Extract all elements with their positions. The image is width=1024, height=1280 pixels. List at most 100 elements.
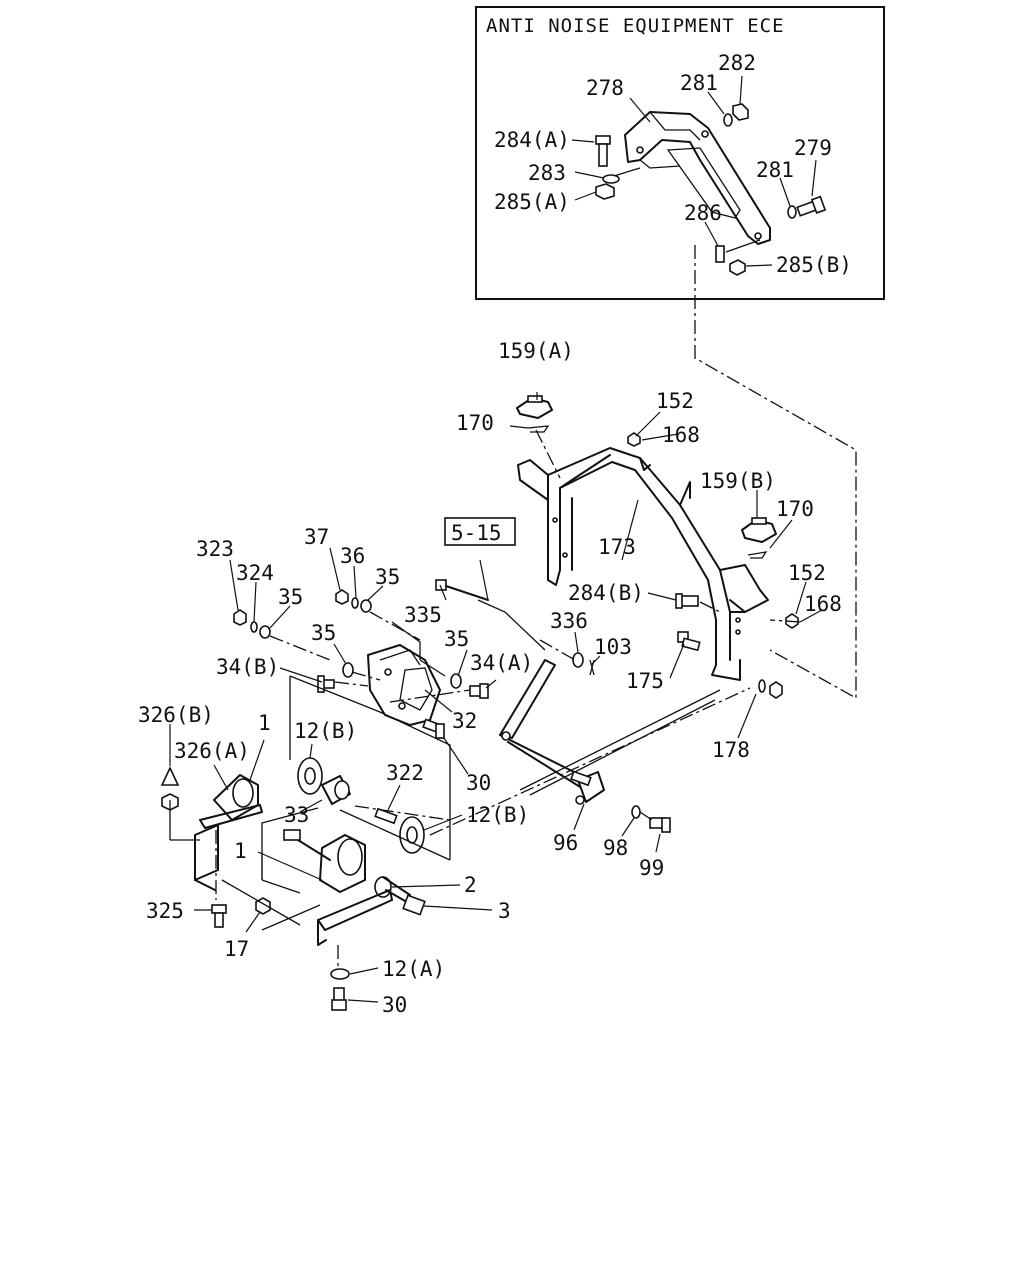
label-12b-a: 12(B) (294, 719, 357, 743)
label-3: 3 (498, 899, 511, 923)
reference-box: 5-15 (444, 517, 516, 546)
label-283: 283 (528, 161, 566, 185)
label-285a: 285(A) (494, 190, 570, 214)
chain-line-4 (334, 681, 369, 687)
washer-12a (330, 968, 350, 980)
label-12a: 12(A) (382, 957, 445, 981)
label-326b: 326(B) (138, 703, 214, 727)
label-279: 279 (794, 136, 832, 160)
label-335: 335 (404, 603, 442, 627)
label-286: 286 (684, 201, 722, 225)
chain-line-1 (269, 635, 331, 661)
label-103: 103 (594, 635, 632, 659)
chain-line-10 (769, 619, 801, 623)
bracket-lower-right (317, 889, 393, 946)
bolt-34a (469, 683, 489, 699)
label-325: 325 (146, 899, 184, 923)
bolt-279 (796, 195, 827, 217)
label-285b: 285(B) (776, 253, 852, 277)
label-30b: 30 (382, 993, 407, 1017)
chain-line-5 (389, 689, 471, 703)
inset-connector (694, 245, 857, 700)
label-336: 336 (550, 609, 588, 633)
nut-282 (732, 103, 749, 121)
inset-title: ANTI NOISE EQUIPMENT ECE (486, 15, 785, 37)
washer-281a (723, 113, 733, 127)
label-175: 175 (626, 669, 664, 693)
crossmember-173 (517, 447, 769, 681)
washer-12b-left (297, 757, 323, 795)
nut-152a (627, 432, 641, 447)
label-98: 98 (603, 836, 628, 860)
chain-line-13 (354, 805, 451, 821)
label-33: 33 (284, 803, 309, 827)
pin-322 (374, 807, 398, 825)
label-178: 178 (712, 738, 750, 762)
bracket-278 (624, 111, 771, 245)
label-35c: 35 (311, 621, 336, 645)
rod-assembly (499, 659, 721, 796)
insulator-1b (283, 829, 366, 893)
label-37: 37 (304, 525, 329, 549)
bolt-325 (211, 904, 227, 928)
bolt-30a (422, 718, 445, 739)
label-12b-b: 12(B) (466, 803, 529, 827)
label-99: 99 (639, 856, 664, 880)
label-170b: 170 (776, 497, 814, 521)
outline-32 (391, 621, 446, 677)
label-32: 32 (452, 709, 477, 733)
nut-285b (729, 259, 746, 276)
clip-170b (747, 551, 768, 559)
label-35b: 35 (278, 585, 303, 609)
bolt-99 (649, 817, 671, 833)
washer-283 (602, 174, 620, 184)
label-281b: 281 (756, 158, 794, 182)
bracket-286 (715, 245, 725, 263)
chain-line-2 (369, 611, 421, 641)
label-284b: 284(B) (568, 581, 644, 605)
label-34a: 34(A) (470, 651, 533, 675)
bolt-175 (677, 631, 701, 652)
label-323: 323 (196, 537, 234, 561)
label-168a: 168 (662, 423, 700, 447)
washer-336 (572, 652, 584, 668)
label-159a: 159(A) (498, 339, 574, 363)
label-278: 278 (586, 76, 624, 100)
bracket-32 (367, 644, 441, 726)
label-159b: 159(B) (700, 469, 776, 493)
label-34b: 34(B) (216, 655, 279, 679)
label-173: 173 (598, 535, 636, 559)
mount-159a (516, 395, 553, 419)
reference-label: 5-15 (451, 521, 502, 545)
bracket-lower-left (194, 824, 219, 891)
label-35a: 35 (375, 565, 400, 589)
label-2: 2 (464, 873, 477, 897)
label-96: 96 (553, 831, 578, 855)
washer-35c (342, 662, 354, 678)
label-282: 282 (718, 51, 756, 75)
callout-labels: 282 281 278 284(A) 283 285(A) 281 279 28… (138, 51, 852, 1017)
label-30a: 30 (466, 771, 491, 795)
bolt-30b (331, 987, 347, 1011)
nut-178 (758, 679, 783, 699)
chain-line-3 (351, 671, 381, 681)
bolt-284a (595, 135, 611, 167)
washer-35b (259, 625, 271, 639)
label-17: 17 (224, 937, 249, 961)
chain-line-14 (535, 429, 561, 479)
washer-324 (250, 621, 258, 633)
label-1a: 1 (258, 711, 271, 735)
bracket-96 (570, 770, 605, 805)
label-168b: 168 (804, 592, 842, 616)
chain-line-8 (429, 687, 751, 836)
clip-170a (527, 425, 550, 433)
nut-323 (233, 609, 247, 626)
chain-line-7 (639, 811, 653, 821)
label-324: 324 (236, 561, 274, 585)
inset-panel: ANTI NOISE EQUIPMENT ECE (475, 6, 885, 300)
insulator-1a (199, 774, 263, 829)
washer-98 (631, 805, 641, 819)
outline-box-mount (169, 800, 200, 841)
washer-36 (351, 597, 359, 609)
washer-35d (450, 673, 462, 689)
